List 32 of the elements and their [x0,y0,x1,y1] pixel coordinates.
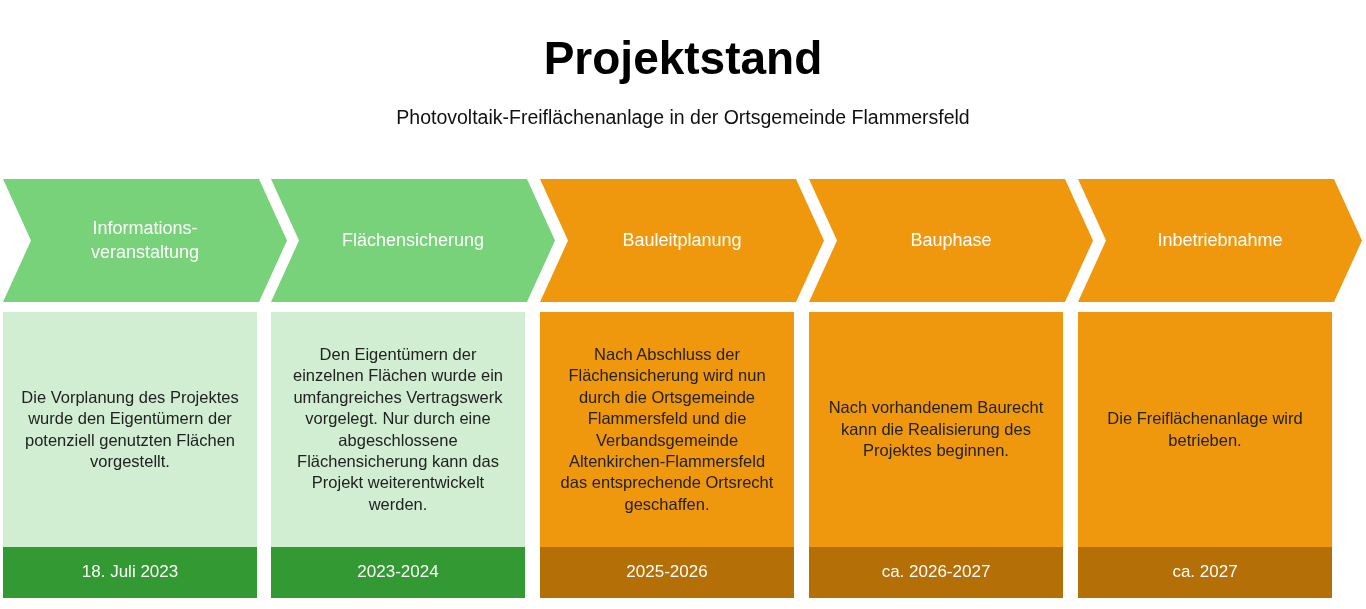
chevron-step [3,179,287,302]
date-bar [1078,547,1332,598]
date-label: 18. Juli 2023 [81,561,179,584]
chevron-step [540,179,824,302]
chevron-step [809,179,1093,302]
description-panel [1078,312,1332,547]
description-text: Nach vorhandenem Baurecht kann die Realisierung des Projektes beginnen. [827,397,1045,462]
step-title: Bauphase [910,228,992,252]
date-label: 2023-2024 [357,561,439,584]
date-bar [809,547,1063,598]
description-panel [3,312,257,547]
description-text: Die Freiflächenanlage wird betrieben. [1106,408,1304,451]
date-bar [271,547,525,598]
description-text: Die Vorplanung des Projektes wurde den Eigentümern der potenziell genutzten Flächen vorgestellt. [20,386,240,472]
date-label: 2025-2026 [626,561,708,584]
date-bar [3,547,257,598]
title: Projektstand [542,31,824,86]
date-label: ca. 2026-2027 [881,561,991,584]
step-title: Informations- veranstaltung [89,217,201,264]
chevron-step [1078,179,1362,302]
date-bar [540,547,794,598]
description-panel [271,312,525,547]
step-title: Inbetriebnahme [1157,228,1283,252]
subtitle: Photovoltaik-Freiflächenanlage in der Ortsgemeinde Flammersfeld [395,105,971,129]
step-title: Flächensicherung [341,228,485,252]
step-title: Bauleitplanung [622,228,742,252]
description-text: Nach Abschluss der Flächensicherung wird nun durch die Ortsgemeinde Flammersfeld und die Verbandsgemeinde Altenkirchen-Flammersfeld das entsprechende Ortsrecht geschaffen. [559,343,775,515]
description-panel [809,312,1063,547]
description-panel [540,312,794,547]
description-text: Den Eigentümern der einzelnen Flächen wurde ein umfangreiches Vertragswerk vorgelegt. Nur durch eine abgeschlossene Flächensicherung kann das Projekt weiterentwickelt werden. [291,343,505,515]
date-label: ca. 2027 [1172,561,1238,584]
chevron-step [271,179,555,302]
